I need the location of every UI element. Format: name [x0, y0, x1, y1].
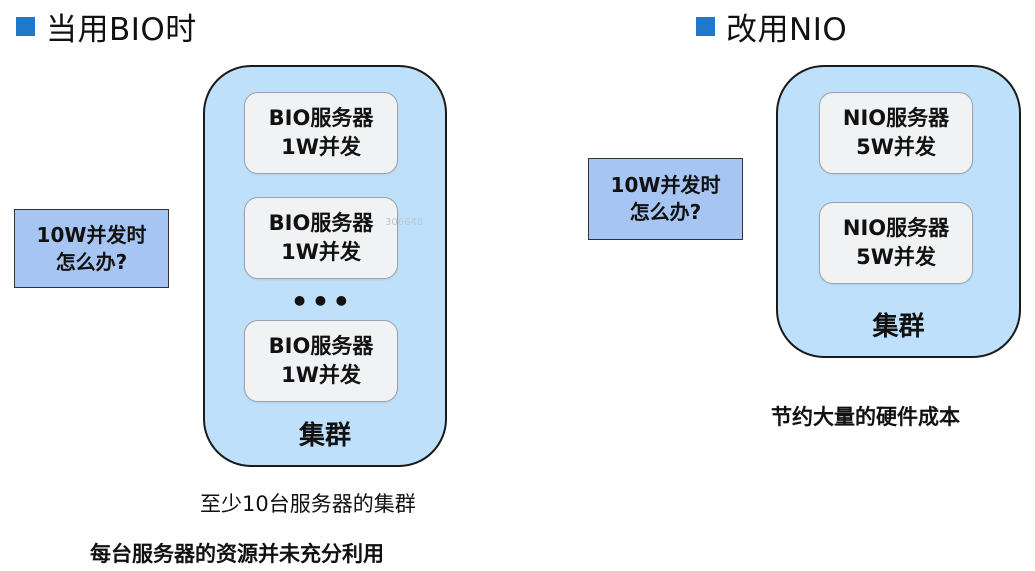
server-capacity: 1W并发 — [281, 240, 361, 264]
cluster-label-bio: 集群 — [298, 421, 351, 451]
question-line-2: 怎么办? — [629, 200, 702, 224]
heading-bio-text: 当用BIO时 — [46, 11, 197, 48]
server-name: NIO服务器 — [842, 106, 950, 130]
caption-resource-waste: 每台服务器的资源并未充分利用 — [90, 542, 384, 566]
nio-server-box: NIO服务器 5W并发 — [819, 92, 973, 174]
ellipsis-dots: ••• — [290, 285, 354, 318]
server-name: BIO服务器 — [268, 334, 374, 358]
server-capacity: 1W并发 — [281, 135, 361, 159]
bio-server-box: BIO服务器 1W并发 — [244, 197, 398, 279]
server-capacity: 5W并发 — [856, 135, 936, 159]
cluster-label-nio: 集群 — [872, 312, 925, 342]
nio-server-box: NIO服务器 5W并发 — [819, 202, 973, 284]
question-line-1: 10W并发时 — [36, 222, 147, 247]
square-bullet-icon — [16, 16, 35, 36]
question-line-1: 10W并发时 — [610, 173, 721, 197]
watermark-text: 306648 — [385, 217, 424, 228]
server-capacity: 5W并发 — [856, 245, 936, 269]
server-name: BIO服务器 — [268, 211, 374, 235]
server-name: NIO服务器 — [842, 216, 950, 240]
bio-server-box: BIO服务器 1W并发 — [244, 92, 398, 174]
square-bullet-icon — [696, 16, 715, 36]
server-capacity: 1W并发 — [281, 363, 361, 387]
heading-nio: 改用NIO — [696, 6, 848, 48]
heading-nio-text: 改用NIO — [726, 11, 848, 48]
caption-cost-saving: 节约大量的硬件成本 — [771, 405, 960, 429]
caption-cluster-size: 至少10台服务器的集群 — [200, 492, 416, 516]
question-box-nio: 10W并发时 怎么办? — [588, 158, 743, 240]
question-line-2: 怎么办? — [55, 249, 128, 274]
heading-bio: 当用BIO时 — [16, 6, 197, 48]
bio-server-box: BIO服务器 1W并发 — [244, 320, 398, 402]
server-name: BIO服务器 — [268, 106, 374, 130]
question-box-bio: 10W并发时 怎么办? — [14, 209, 169, 288]
